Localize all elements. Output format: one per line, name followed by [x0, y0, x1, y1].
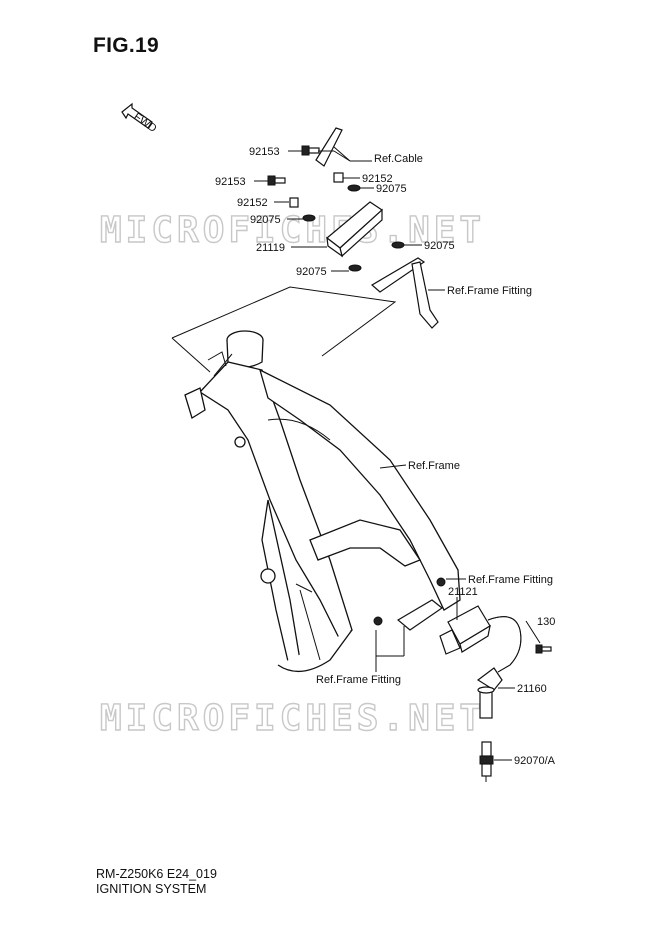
label-92152-b: 92152: [237, 197, 268, 209]
label-ref-frame: Ref.Frame: [408, 460, 460, 472]
label-ref-cable: Ref.Cable: [374, 153, 423, 165]
grommet-92075-a: [347, 184, 361, 192]
footer-system-name: IGNITION SYSTEM: [96, 882, 207, 896]
label-92075-b: 92075: [250, 214, 281, 226]
frame-fitting-bolt: [436, 577, 446, 587]
footer-model-code: RM-Z250K6 E24_019: [96, 867, 217, 881]
fwd-arrow-icon: FWD: [121, 102, 159, 135]
label-21121: 21121: [448, 586, 478, 598]
ignition-coil-assembly: [373, 577, 552, 782]
bolt-92153-b: [254, 175, 286, 186]
coil-bracket: [396, 599, 444, 631]
grommet-92075-b: [302, 214, 316, 222]
bolt-92153-a: [288, 145, 320, 156]
grommet-92075-c: [391, 241, 405, 249]
figure-title: FIG.19: [93, 34, 159, 57]
label-92153-b: 92153: [215, 176, 246, 188]
high-tension-lead: [487, 616, 522, 673]
label-92153-a: 92153: [249, 146, 280, 158]
label-ref-frame-fitting-bottom: Ref.Frame Fitting: [316, 674, 401, 686]
frame: [184, 330, 461, 672]
cdi-bracket: [370, 257, 439, 329]
watermark-bottom: MICROFICHES.NET: [100, 698, 485, 739]
label-92070A: 92070/A: [514, 755, 556, 767]
plug-cap-21160: [476, 667, 503, 719]
cdi-unit-21119: [326, 201, 383, 258]
frame-fitting-nut: [373, 616, 383, 626]
fwd-label: FWD: [131, 111, 158, 135]
leader-lines-lower: [375, 464, 541, 761]
perspective-outline: [171, 286, 397, 357]
label-ref-frame-fitting-mid: Ref.Frame Fitting: [468, 574, 553, 586]
bolt-130: [535, 644, 552, 654]
frame-details: [207, 351, 331, 661]
grommet-92075-d: [348, 264, 362, 272]
label-21160: 21160: [517, 683, 547, 695]
label-92152-a: 92152: [362, 173, 393, 185]
label-92075-c: 92075: [424, 240, 455, 252]
collar-92152-b: [289, 197, 299, 208]
ignition-coil-21121: [439, 605, 491, 655]
label-ref-frame-fitting-top: Ref.Frame Fitting: [447, 285, 532, 297]
label-92075-a: 92075: [376, 183, 407, 195]
spark-plug-92070A: [479, 741, 494, 782]
collar-92152-a: [333, 172, 344, 183]
label-130: 130: [537, 616, 555, 628]
label-92075-d: 92075: [296, 266, 327, 278]
leader-lines-top: [274, 146, 445, 291]
cable-strap: [315, 127, 343, 167]
label-21119: 21119: [256, 242, 285, 254]
